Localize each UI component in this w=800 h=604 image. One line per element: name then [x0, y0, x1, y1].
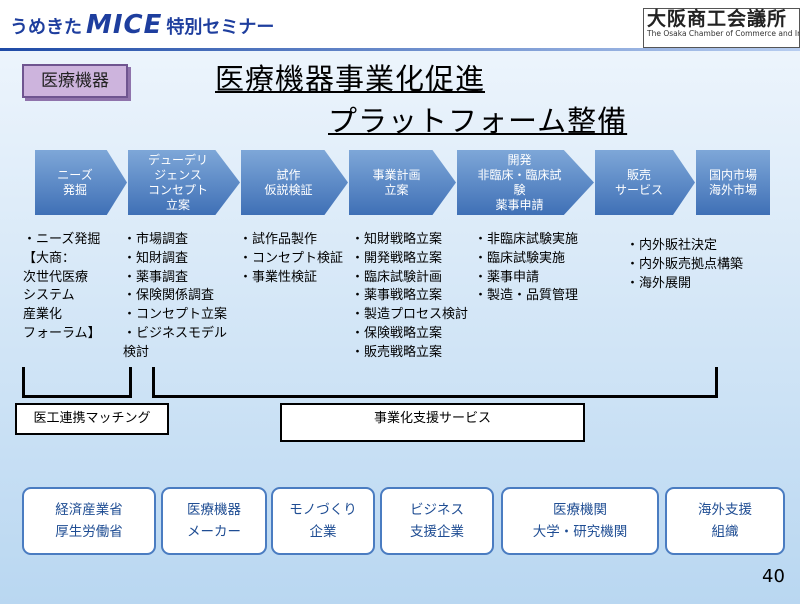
- org-logo: 大阪商工会議所 The Osaka Chamber of Commerce an…: [643, 8, 800, 48]
- org-name: 大阪商工会議所: [647, 8, 788, 30]
- stage-needs: ニーズ 発掘: [35, 150, 127, 215]
- org-business-support: ビジネス 支援企業: [380, 487, 494, 555]
- stage-prototype: 試作 仮説検証: [241, 150, 348, 215]
- stage-label: デューデリ ジェンス コンセプト 立案: [147, 152, 208, 212]
- org-medical-institutions: 医療機関 大学・研究機関: [501, 487, 659, 555]
- org-ministries: 経済産業省 厚生労働省: [22, 487, 156, 555]
- category-tag: 医療機器: [22, 64, 128, 98]
- org-label: モノづくり 企業: [289, 502, 357, 540]
- detail-due-diligence: ・市場調査 ・知財調査 ・薬事調査 ・保険関係調査 ・コンセプト立案 ・ビジネス…: [123, 232, 228, 360]
- stage-business-plan: 事業計画 立案: [349, 150, 456, 215]
- org-overseas-support: 海外支援 組織: [665, 487, 785, 555]
- stage-development: 開発 非臨床・臨床試 験 薬事申請: [457, 150, 594, 215]
- brand-suffix: 特別セミナー: [166, 17, 275, 38]
- detail-needs: ・ニーズ発掘 【大商： 次世代医療 システム 産業化 フォーラム】: [23, 232, 101, 341]
- org-label: 医療機器 メーカー: [187, 502, 241, 540]
- stage-label: 事業計画 立案: [372, 167, 421, 197]
- detail-sales: ・内外販社決定 ・内外販売拠点構築 ・海外展開: [626, 238, 744, 291]
- org-label: 海外支援 組織: [698, 502, 752, 540]
- detail-business-plan: ・知財戦略立案 ・開発戦略立案 ・臨床試験計画 ・薬事戦略立案 ・製造プロセス検…: [351, 232, 469, 360]
- detail-prototype: ・試作品製作 ・コンセプト検証 ・事業性検証: [239, 232, 344, 285]
- stage-label: 販売 サービス: [614, 167, 663, 197]
- services-box: 事業化支援サービス: [280, 403, 585, 442]
- stage-label: 試作 仮説検証: [264, 167, 313, 197]
- stage-markets: 国内市場 海外市場: [696, 150, 770, 215]
- org-device-makers: 医療機器 メーカー: [161, 487, 267, 555]
- page-number: 40: [762, 566, 785, 587]
- org-label: ビジネス 支援企業: [410, 502, 464, 540]
- org-manufacturers: モノづくり 企業: [271, 487, 375, 555]
- org-label: 経済産業省 厚生労働省: [55, 502, 123, 540]
- stage-label: 国内市場 海外市場: [708, 167, 757, 197]
- page-title-line2: プラットフォーム整備: [328, 104, 628, 138]
- stage-due-diligence: デューデリ ジェンス コンセプト 立案: [128, 150, 240, 215]
- org-name-en: The Osaka Chamber of Commerce and Indust…: [647, 29, 799, 38]
- bracket-matching: [22, 367, 132, 398]
- bracket-services: [152, 367, 718, 398]
- matching-box: 医工連携マッチング: [15, 403, 169, 435]
- org-label: 医療機関 大学・研究機関: [532, 502, 628, 540]
- detail-development: ・非臨床試験実施 ・臨床試験実施 ・薬事申請 ・製造・品質管理: [474, 232, 579, 304]
- brand-mice: MICE: [86, 10, 163, 40]
- brand-prefix: うめきた: [10, 17, 82, 38]
- stage-label: ニーズ 発掘: [57, 167, 93, 197]
- stage-label: 開発 非臨床・臨床試 験 薬事申請: [477, 152, 562, 212]
- page-title-line1: 医療機器事業化促進: [215, 62, 486, 96]
- stage-sales: 販売 サービス: [595, 150, 695, 215]
- header-divider: [0, 48, 800, 51]
